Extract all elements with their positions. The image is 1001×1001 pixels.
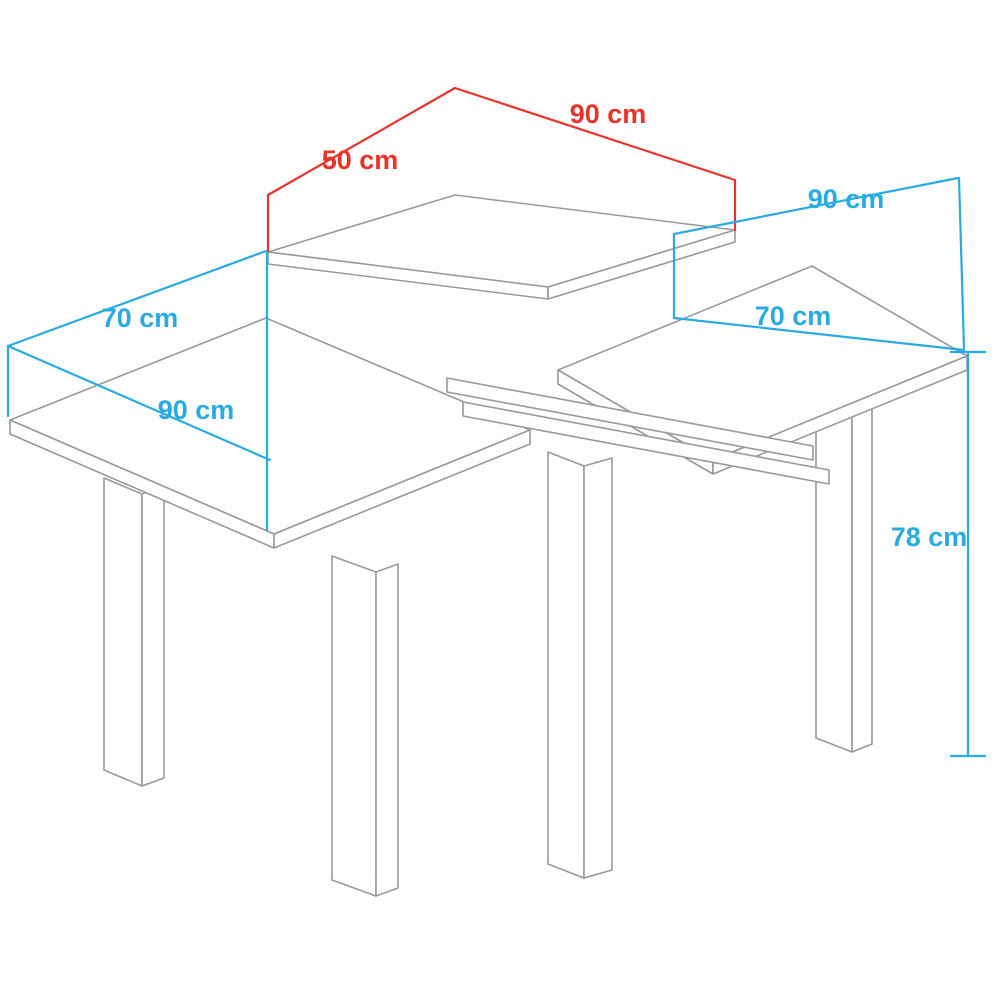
right-depth-dimension-line: [672, 316, 966, 352]
left-west-leg-front-face: [103, 477, 143, 787]
extension-depth-label: 50 cm: [322, 145, 399, 175]
right-east-leg-side-face: [851, 407, 873, 753]
left-depth-dimension-line: [6, 344, 272, 462]
extension-rail-back: [446, 377, 814, 461]
left-tabletop-surface: [9, 317, 531, 535]
right-east-leg-front-face: [815, 401, 853, 753]
right-outer-extension-line: [957, 176, 966, 350]
extension-dimension-polyline: [266, 86, 737, 254]
extension-dimension-lines: [266, 86, 737, 254]
right-depth-label: 70 cm: [755, 301, 832, 331]
center-support-column-side-face: [583, 457, 613, 879]
right-width-label: 90 cm: [808, 184, 885, 214]
table-dimension-lines: [6, 176, 987, 758]
extension-dimension-labels: 50 cm 90 cm: [322, 99, 647, 175]
table-dimension-labels: 70 cm 90 cm 90 cm 70 cm 78 cm: [102, 184, 968, 552]
extension-leaf-front-right-edge: [547, 229, 736, 300]
center-support-column-front-face: [547, 451, 585, 879]
table-drawing: [9, 194, 968, 897]
left-south-leg-front-face: [331, 555, 377, 897]
left-west-leg-side-face: [141, 485, 165, 787]
extension-rail-front: [462, 401, 830, 485]
extension-width-label: 90 cm: [570, 99, 647, 129]
left-tabletop-front-right-edge: [273, 429, 531, 549]
table-height-label: 78 cm: [891, 522, 968, 552]
left-depth-label: 90 cm: [158, 395, 235, 425]
left-width-dimension-line: [6, 249, 268, 348]
left-south-leg-side-face: [375, 563, 399, 897]
left-width-label: 70 cm: [102, 303, 179, 333]
right-width-dimension-line: [672, 176, 960, 236]
